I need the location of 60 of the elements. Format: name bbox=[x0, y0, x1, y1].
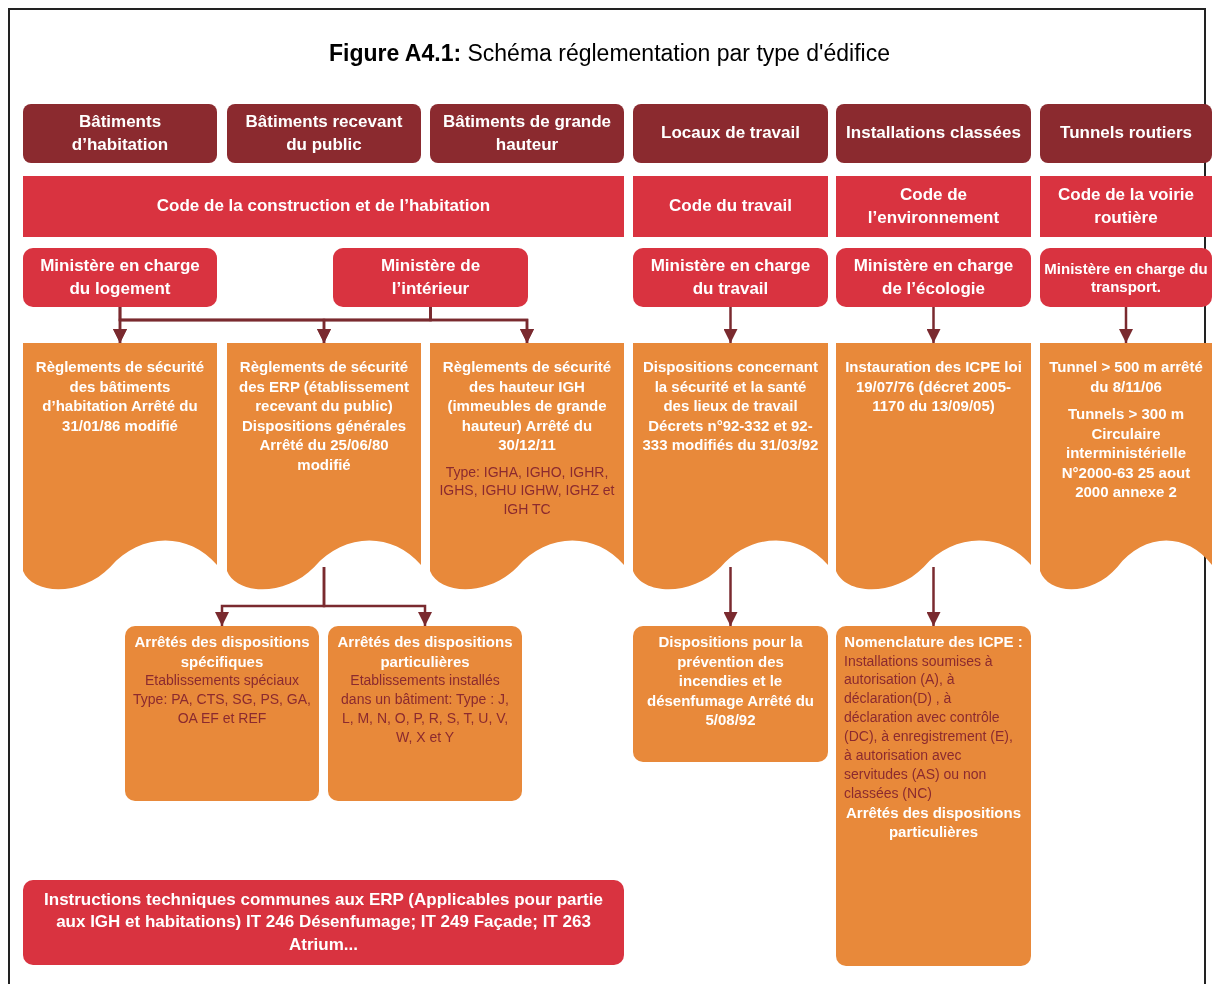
regulation-box bbox=[125, 626, 319, 801]
ministry-box bbox=[333, 248, 528, 307]
code-band bbox=[23, 176, 624, 237]
box-heading: Code du travail bbox=[669, 195, 792, 218]
box-heading: Code de la construction et de l’habitation bbox=[156, 195, 491, 218]
ministry-box bbox=[633, 248, 828, 307]
box-heading: Ministère en charge de l’écologie bbox=[852, 255, 1015, 300]
category-box bbox=[1040, 104, 1212, 163]
box-details: Etablissements spéciaux Type: PA, CTS, SG, PS, GA, OA EF et REF bbox=[133, 671, 311, 728]
box-details: Type: IGHA, IGHO, IGHR, IGHS, IGHU IGHW, IGHZ et IGH TC bbox=[438, 462, 616, 520]
regulation-box bbox=[328, 626, 522, 801]
category-box bbox=[633, 104, 828, 163]
regulation-box bbox=[633, 626, 828, 762]
box-heading: Dispositions concernant la sécurité et la santé des lieux de travail Décrets n°92-332 et 92-333 modifiés du 31/03/92 bbox=[641, 357, 820, 455]
box-heading: Tunnels routiers bbox=[1060, 122, 1192, 145]
box-heading: Nomenclature des ICPE : bbox=[844, 632, 1023, 652]
arrow bbox=[926, 567, 941, 626]
regulation-box bbox=[836, 626, 1031, 966]
arrow bbox=[1119, 307, 1133, 343]
box-heading: Ministère en charge du transport. bbox=[1043, 260, 1209, 295]
box-heading: Règlements de sécurité des hauteur IGH (immeubles de grande hauteur) Arrêté du 30/12/11 bbox=[441, 357, 613, 455]
box-heading: Installations classées bbox=[846, 122, 1021, 145]
box-details: Etablissements installés dans un bâtiment: Type : J, L, M, N, O, P, R, S, T, U, V, W, X et Y bbox=[340, 671, 510, 747]
code-band bbox=[836, 176, 1031, 237]
box-heading: Ministère de l’intérieur bbox=[379, 255, 482, 300]
box-heading: Règlements de sécurité des ERP (établissement recevant du public) Dispositions générales Arrêté du 25/06/80 modifié bbox=[238, 357, 410, 474]
box-heading: Ministère en charge du travail bbox=[649, 255, 812, 300]
box-heading: Bâtiments de grande hauteur bbox=[441, 111, 613, 156]
arrow bbox=[723, 307, 738, 343]
box-heading: Arrêtés des dispositions spécifiques bbox=[133, 632, 311, 671]
arrow bbox=[322, 567, 432, 626]
box-heading: Code de la voirie routière bbox=[1056, 184, 1195, 229]
box-heading: Instructions techniques communes aux ERP (Applicables pour partie aux IGH et habitations) IT 246 Désenfumage; IT 249 Façade; IT 263 Atrium... bbox=[43, 889, 604, 956]
code-band bbox=[1040, 176, 1212, 237]
arrow bbox=[429, 307, 534, 343]
box-heading: Règlements de sécurité des bâtiments d’habitation Arrêté du 31/01/86 modifié bbox=[34, 357, 206, 435]
figure-title: Figure A4.1: Schéma réglementation par type d'édifice bbox=[328, 40, 891, 67]
box-heading: Dispositions pour la prévention des incendies et le désenfumage Arrêté du 5/08/92 bbox=[646, 632, 815, 730]
code-band bbox=[633, 176, 828, 237]
box-heading: Code de l’environnement bbox=[866, 184, 1001, 229]
category-box bbox=[430, 104, 624, 163]
arrow bbox=[926, 307, 941, 343]
box-heading: Ministère en charge du logement bbox=[39, 255, 201, 300]
box-heading: Instauration des ICPE loi 19/07/76 (décret 2005-1170 du 13/09/05) bbox=[844, 357, 1023, 416]
instructions-box bbox=[23, 880, 624, 965]
box-heading: Tunnel > 500 m arrêté du 8/11/06 bbox=[1048, 357, 1204, 396]
box-subheading: Arrêtés des dispositions particulières bbox=[844, 802, 1023, 842]
category-box bbox=[836, 104, 1031, 163]
category-box bbox=[23, 104, 217, 163]
box-heading: Locaux de travail bbox=[661, 122, 800, 145]
box-heading: Arrêtés des dispositions particulières bbox=[336, 632, 514, 671]
ministry-box bbox=[1040, 248, 1212, 307]
box-heading: Bâtiments d’habitation bbox=[70, 111, 170, 156]
ministry-box bbox=[836, 248, 1031, 307]
box-heading: Bâtiments recevant du public bbox=[244, 111, 404, 156]
box-details: Installations soumises à autorisation (A), à déclaration(D) , à déclaration avec contrôle (DC), à enregistrement (E), à autorisation avec servitudes (AS) ou non classées (NC) bbox=[844, 651, 1014, 803]
arrow bbox=[723, 567, 738, 626]
category-box bbox=[227, 104, 421, 163]
ministry-box bbox=[23, 248, 217, 307]
box-subheading: Tunnels > 300 m Circulaire interministérielle N°2000-63 25 aout 2000 annexe 2 bbox=[1060, 404, 1192, 502]
